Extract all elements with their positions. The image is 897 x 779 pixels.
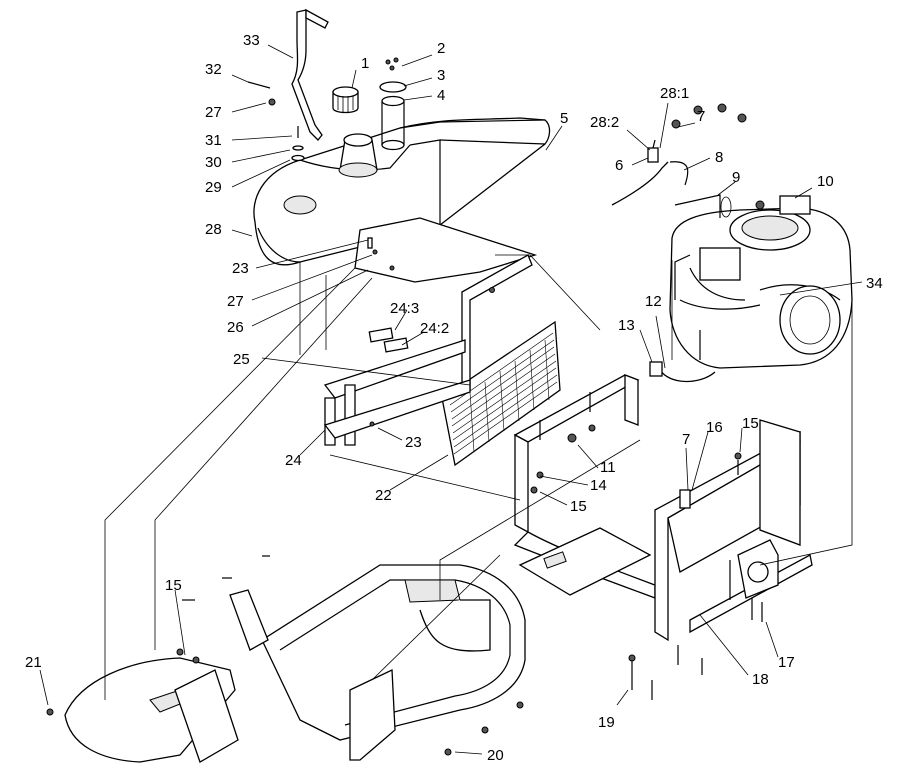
- label-24-2: 24:2: [420, 320, 449, 337]
- label-15-mid: 15: [570, 498, 587, 515]
- throttle-cable: [674, 194, 732, 218]
- hose: [649, 361, 716, 383]
- label-28-2: 28:2: [590, 114, 619, 131]
- label-4: 4: [437, 87, 445, 104]
- label-8: 8: [715, 149, 723, 166]
- left-panel: [64, 657, 239, 763]
- label-30: 30: [205, 154, 222, 171]
- lower-frame: [229, 564, 526, 761]
- label-33: 33: [243, 32, 260, 49]
- label-11: 11: [600, 459, 616, 476]
- frame-hardware: [628, 452, 763, 700]
- callout-labels: 33 32 27 31 30 29 28 23 27 26 25 24:3 24…: [25, 32, 883, 764]
- label-18: 18: [752, 671, 769, 688]
- label-2: 2: [437, 40, 445, 57]
- label-9: 9: [732, 169, 740, 186]
- lower-leaders: [39, 589, 483, 755]
- label-23-top: 23: [232, 260, 249, 277]
- label-22: 22: [375, 487, 392, 504]
- label-15-left: 15: [165, 577, 182, 594]
- radiator-screen: [441, 320, 561, 467]
- label-17: 17: [778, 654, 795, 671]
- lower-hardware: [46, 555, 524, 756]
- label-28: 28: [205, 221, 222, 238]
- label-16: 16: [706, 419, 723, 436]
- tank-leaders: [231, 44, 563, 327]
- front-frame: [513, 374, 813, 642]
- label-6: 6: [615, 157, 623, 174]
- fuel-tank: [253, 117, 551, 266]
- label-31: 31: [205, 132, 222, 149]
- label-15-right: 15: [742, 415, 759, 432]
- decal-plates: [368, 327, 409, 353]
- tank-strap: [291, 8, 329, 141]
- engine: [669, 195, 853, 369]
- engine-nuts: [671, 103, 747, 129]
- label-32: 32: [205, 61, 222, 78]
- label-27-lower: 27: [227, 293, 244, 310]
- label-28-1: 28:1: [660, 85, 689, 102]
- fuel-line: [611, 139, 689, 206]
- side-bracket: [323, 339, 471, 446]
- fuel-cap: [332, 86, 359, 114]
- label-24-3: 24:3: [390, 300, 419, 317]
- fuel-filler-neck: [338, 133, 378, 178]
- label-19: 19: [598, 714, 615, 731]
- label-26: 26: [227, 319, 244, 336]
- label-7-top: 7: [697, 108, 705, 125]
- fuel-sender: [379, 57, 407, 151]
- label-1: 1: [361, 55, 369, 72]
- label-23-mid: 23: [405, 434, 422, 451]
- label-14: 14: [590, 477, 607, 494]
- label-10: 10: [817, 173, 834, 190]
- label-34: 34: [866, 275, 883, 292]
- label-5: 5: [560, 110, 568, 127]
- label-12: 12: [645, 293, 662, 310]
- label-29: 29: [205, 179, 222, 196]
- label-25: 25: [233, 351, 250, 368]
- label-24: 24: [285, 452, 302, 469]
- label-20: 20: [487, 747, 504, 764]
- label-13: 13: [618, 317, 635, 334]
- frame-leaders: [539, 427, 779, 706]
- label-7-mid: 7: [682, 431, 690, 448]
- guide-lines: [104, 254, 853, 700]
- label-21: 21: [25, 654, 42, 671]
- label-3: 3: [437, 67, 445, 84]
- label-27: 27: [205, 104, 222, 121]
- engine-leaders: [626, 102, 863, 369]
- tank-hardware: [247, 81, 305, 162]
